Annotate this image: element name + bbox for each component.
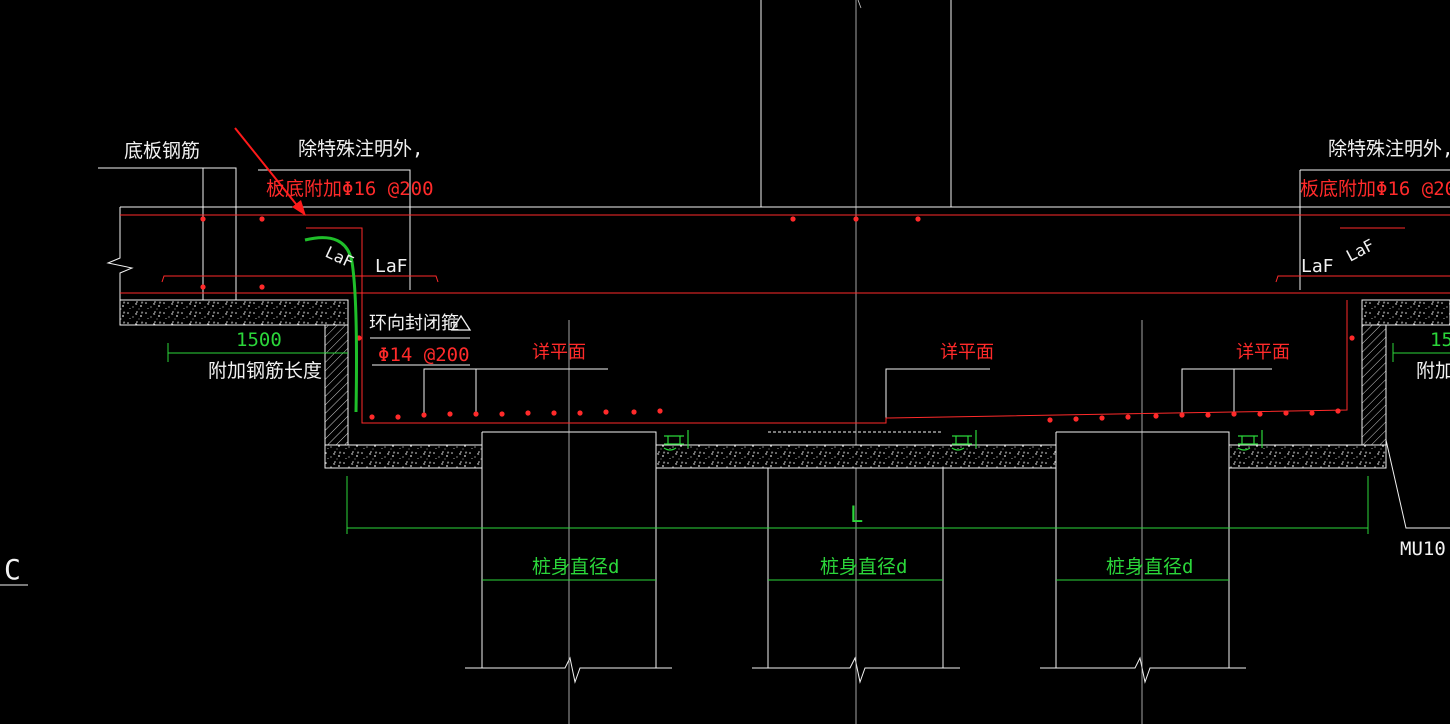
rebar-dot [1099, 415, 1105, 421]
rebar-lines [120, 214, 1450, 424]
masonry-label: MU10 [1400, 538, 1446, 560]
rebar-dot [853, 216, 859, 222]
rebar-dot [790, 216, 796, 222]
grid-center-lines [568, 0, 1143, 724]
dim-1500-left: 1500 [236, 329, 282, 351]
dimension-lines [167, 343, 1450, 581]
rebar-dot [1231, 411, 1237, 417]
laf-label-right: LaF [1301, 256, 1334, 277]
rebar-dot [200, 216, 206, 222]
rebar-dot [1257, 411, 1263, 417]
rebar-dot [259, 284, 265, 290]
rebar-dot [915, 216, 921, 222]
ring-stirrup-label: 环向封闭箍 [369, 313, 459, 334]
rebar-dot [1179, 412, 1185, 418]
rebar-dot [473, 411, 479, 417]
rebar-dot [577, 410, 583, 416]
rebar-dot [259, 216, 265, 222]
concrete-bedding [119, 299, 1450, 469]
rebar-dot [1349, 335, 1355, 341]
see-plan-label-1: 详平面 [532, 342, 586, 363]
see-plan-label-2: 详平面 [940, 342, 994, 363]
rebar-dot [421, 412, 427, 418]
rebar-dot [369, 414, 375, 420]
pile-diameter-label-1: 桩身直径d [532, 556, 619, 578]
stirrup-spec-label: Φ14 @200 [378, 344, 470, 366]
rebar-dot [631, 409, 637, 415]
rebar-dot [1309, 410, 1315, 416]
pile-diameter-label-2: 桩身直径d [820, 556, 907, 578]
triangle-symbol-icon [450, 314, 472, 331]
rebar-dot [1335, 408, 1341, 414]
lae-label-right: LaF [1343, 235, 1377, 265]
rebar-dot [603, 409, 609, 415]
dim-1500-right: 15 [1430, 329, 1450, 351]
pile-diameter-label-3: 桩身直径d [1106, 556, 1193, 578]
rebar-dot [1125, 414, 1131, 420]
rebar-dot [200, 284, 206, 290]
see-plan-label-3: 详平面 [1236, 342, 1290, 363]
rebar-dot [447, 411, 453, 417]
structure-lines [0, 0, 1450, 684]
unless-noted-label-right: 除特殊注明外, [1328, 138, 1450, 160]
laf-label-left: LaF [375, 256, 408, 277]
extra-rebar-length-right: 附加钢 [1416, 360, 1450, 382]
rebar-dot [395, 414, 401, 420]
unless-noted-label-left: 除特殊注明外, [298, 138, 423, 160]
bottom-rebar-label: 底板钢筋 [124, 140, 200, 162]
extra-rebar-label-left: 板底附加Φ16 @200 [266, 178, 434, 200]
axis-C-label: C [4, 553, 21, 586]
rebar-dot [499, 411, 505, 417]
extra-rebar-label-right: 板底附加Φ16 @200 [1300, 178, 1450, 200]
rebar-dot [1283, 410, 1289, 416]
markup-curve [304, 236, 358, 413]
rebar-dot [1047, 417, 1053, 423]
rebar-dot [1073, 416, 1079, 422]
rebar-dots [200, 216, 1355, 423]
rebar-dot [525, 410, 531, 416]
dim-L-label: L [850, 503, 863, 528]
rebar-dot [657, 408, 663, 414]
brick-walls [324, 324, 1387, 446]
extra-rebar-length-left: 附加钢筋长度 [208, 360, 322, 382]
rebar-dot [1205, 412, 1211, 418]
rebar-dot [1153, 413, 1159, 419]
pile-anchor-symbols [663, 430, 1263, 451]
markup-arrow [234, 127, 306, 216]
rebar-dot [551, 410, 557, 416]
